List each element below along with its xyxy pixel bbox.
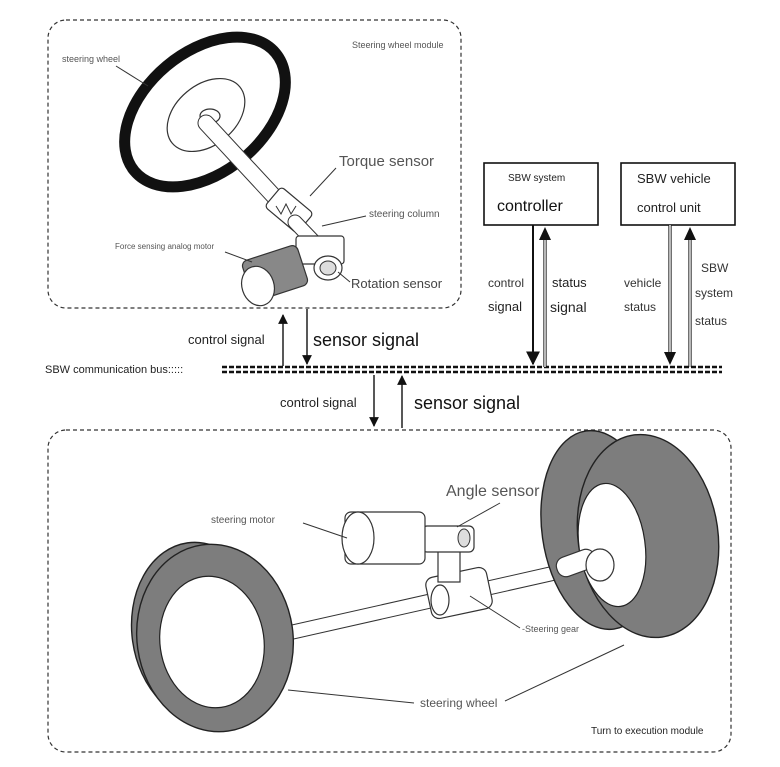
- sbw-vehicle-control-unit-box: [620, 162, 736, 226]
- vehicle-status-label-1: vehicle: [624, 276, 662, 290]
- sbw-communication-bus: [222, 365, 722, 374]
- steering-motor-label: steering motor: [211, 515, 275, 526]
- controller-control-label-2: signal: [488, 299, 522, 314]
- bottom-sensor-signal-label: sensor signal: [414, 393, 521, 413]
- torque-sensor-label: Torque sensor: [339, 153, 435, 170]
- controller-control-label-1: control: [488, 276, 525, 290]
- top-control-signal-label: control signal: [188, 332, 265, 347]
- sbw-controller-box: [483, 162, 599, 226]
- turn-execution-module-border: [47, 429, 732, 753]
- vehicle-box-line2: control unit: [637, 200, 701, 215]
- rotation-sensor-label: Rotation sensor: [351, 276, 443, 291]
- steering-gear-label: -Steering gear: [522, 624, 580, 634]
- vehicle-status-label-2: status: [624, 300, 657, 314]
- top-sensor-signal-label: sensor signal: [313, 330, 420, 350]
- steering-wheel-label: steering wheel: [62, 54, 121, 64]
- turn-execution-module-title: Turn to execution module: [591, 726, 704, 737]
- sbw-system-status-label-2: system: [695, 286, 734, 300]
- sbw-system-status-arrow: [684, 227, 696, 367]
- force-sensing-motor-label: Force sensing analog motor: [115, 242, 215, 251]
- sbw-system-status-label-3: status: [695, 314, 728, 328]
- steering-column-label: steering column: [369, 209, 440, 220]
- controller-status-signal-arrow: [539, 227, 551, 367]
- bottom-steering-wheel-label: steering wheel: [420, 696, 498, 710]
- controller-box-line2: controller: [497, 198, 563, 215]
- angle-sensor-label: Angle sensor: [446, 483, 540, 500]
- controller-status-label-1: status: [552, 275, 587, 290]
- vehicle-box-line1: SBW vehicle: [637, 171, 711, 186]
- controller-status-label-2: signal: [550, 299, 587, 315]
- steering-wheel-module-title: Steering wheel module: [352, 40, 444, 50]
- bus-label: SBW communication bus:::::: [45, 364, 184, 376]
- controller-box-line1: SBW system: [508, 173, 566, 184]
- vehicle-status-arrow: [664, 225, 676, 365]
- bottom-control-signal-label: control signal: [280, 395, 357, 410]
- sbw-system-status-label-1: SBW: [701, 261, 729, 275]
- steering-execution-drawing: [130, 429, 720, 733]
- steering-wheel-drawing: [115, 31, 367, 307]
